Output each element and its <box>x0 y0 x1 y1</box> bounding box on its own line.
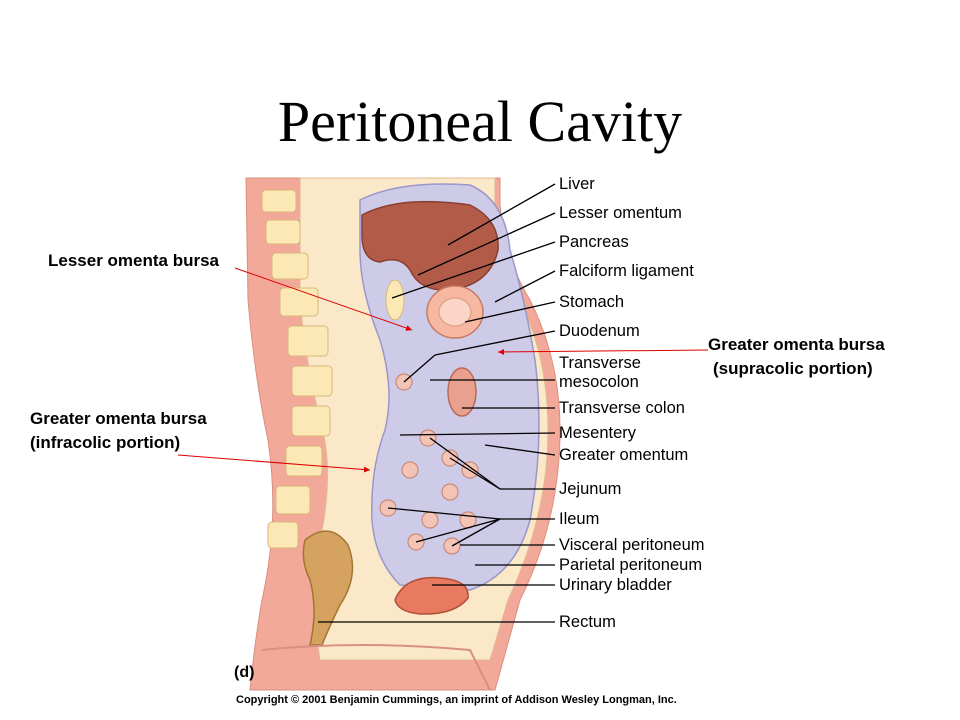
vertebral-column <box>261 189 333 549</box>
rectum-shape <box>302 530 354 646</box>
panel-label: (d) <box>234 664 255 681</box>
label-greater-omentum: Greater omentum <box>559 446 689 464</box>
label-transverse: Transverse <box>559 354 641 372</box>
label-lesser-omentum: Lesser omentum <box>559 204 682 222</box>
copyright-text: Copyright © 2001 Benjamin Cummings, an i… <box>236 694 677 706</box>
label-parietal-peritoneum: Parietal peritoneum <box>559 556 703 574</box>
label-urinary-bladder: Urinary bladder <box>559 576 672 594</box>
label-rectum: Rectum <box>559 613 616 631</box>
label-transverse-colon: Transverse colon <box>559 399 685 417</box>
callout-greater-bursa-supra-line2: (supracolic portion) <box>713 359 873 378</box>
label-mesentery: Mesentery <box>559 424 637 442</box>
label-ileum: Ileum <box>559 510 600 528</box>
transverse-colon-shape <box>447 367 477 417</box>
label-duodenum: Duodenum <box>559 322 640 340</box>
label-jejunum: Jejunum <box>559 480 622 498</box>
callout-greater-bursa-supra-line1: Greater omenta bursa <box>708 335 885 354</box>
leader-lines <box>318 183 556 623</box>
callout-greater-bursa-infra-line1: Greater omenta bursa <box>30 409 207 428</box>
page-title: Peritoneal Cavity <box>277 89 683 154</box>
callout-greater-bursa-infra-line2: (infracolic portion) <box>30 433 181 452</box>
callout-arrows <box>177 267 709 473</box>
label-liver: Liver <box>559 175 595 193</box>
label-falciform-ligament: Falciform ligament <box>559 262 694 280</box>
label-stomach: Stomach <box>559 293 625 311</box>
label-pancreas: Pancreas <box>559 233 629 251</box>
label-visceral-peritoneum: Visceral peritoneum <box>559 536 705 554</box>
label-mesocolon: mesocolon <box>559 373 639 391</box>
urinary-bladder-shape <box>394 576 469 615</box>
callout-lesser-omenta-bursa: Lesser omenta bursa <box>48 251 220 270</box>
pancreas-shape <box>385 279 405 321</box>
